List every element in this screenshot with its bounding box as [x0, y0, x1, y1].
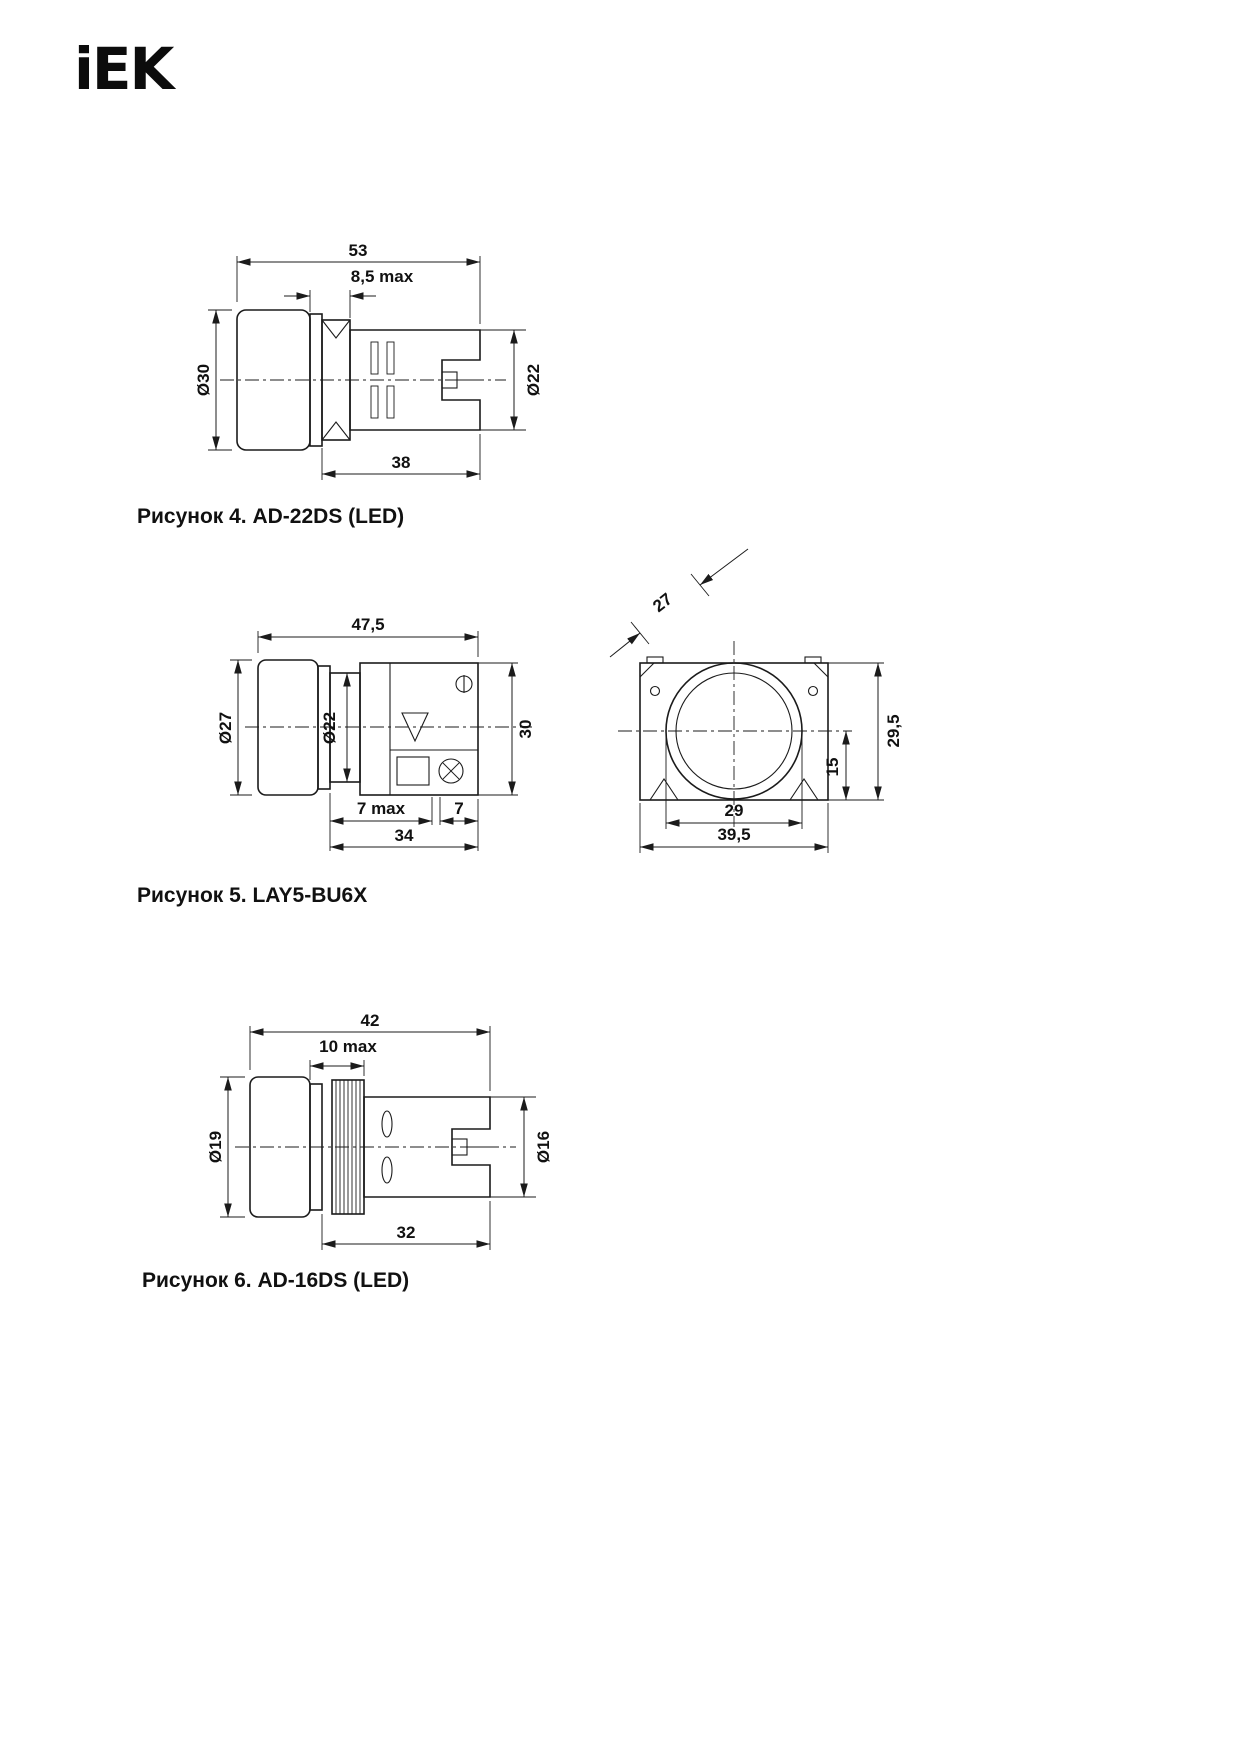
- dim-label-body-dia: Ø16: [534, 1131, 553, 1163]
- iek-logo: iEK: [74, 35, 174, 103]
- dim-d30: Ø30: [194, 309, 232, 451]
- dim-label-half: 15: [823, 758, 842, 777]
- dim-7max: 7 max: [329, 793, 433, 851]
- dim-label-cap-dia: Ø27: [216, 712, 235, 744]
- dim-label-depth: 32: [397, 1223, 416, 1242]
- dim-label-gap: 7: [454, 799, 463, 818]
- dim-42: 42: [249, 1011, 491, 1091]
- dim-label-front-h: 29,5: [884, 714, 903, 747]
- dim-10-max: 10 max: [309, 1037, 377, 1080]
- dim-30: 30: [478, 662, 535, 796]
- figure5-drawing: 47,5 Ø27 Ø22 30: [216, 548, 903, 853]
- ad22ds-part-outline: [220, 309, 506, 451]
- ad16ds-part-outline: [235, 1076, 516, 1218]
- dim-d22: Ø22: [480, 329, 543, 431]
- dim-27-diagonal: 27: [609, 548, 749, 658]
- dim-label-total: 42: [361, 1011, 380, 1030]
- dim-label-total: 47,5: [351, 615, 384, 634]
- dim-39-5: 39,5: [639, 803, 829, 853]
- dim-32: 32: [321, 1201, 491, 1250]
- dim-34: 34: [330, 826, 478, 851]
- dim-8-5-max: 8,5 max: [284, 267, 414, 318]
- mount-hole-left: [649, 685, 661, 697]
- dim-label-panel: 10 max: [319, 1037, 377, 1056]
- dim-7: 7: [439, 797, 479, 851]
- dim-label-depth: 34: [395, 826, 414, 845]
- figure4-caption: Рисунок 4. AD-22DS (LED): [137, 505, 405, 528]
- dim-29: 29: [665, 737, 803, 829]
- dim-29-5: 29,5: [828, 662, 903, 801]
- lay5-side-view: [245, 659, 532, 796]
- dim-label-neck-dia: Ø22: [320, 712, 339, 744]
- dim-label-panel: 8,5 max: [351, 267, 414, 286]
- dim-53: 53: [236, 241, 481, 324]
- dim-label-lens-dia: Ø30: [194, 364, 213, 396]
- dim-label-diag: 27: [649, 589, 676, 616]
- mount-hole-right: [807, 685, 819, 697]
- figure5-caption: Рисунок 5. LAY5-BU6X: [137, 884, 368, 907]
- dim-label-depth: 38: [392, 453, 411, 472]
- figure6-caption: Рисунок 6. AD-16DS (LED): [142, 1269, 410, 1292]
- dim-38: 38: [321, 434, 481, 480]
- dim-label-total: 53: [349, 241, 368, 260]
- dim-label-front-w: 39,5: [717, 825, 750, 844]
- lay5-front-view: [618, 641, 852, 827]
- dim-label-body-dia: Ø22: [524, 364, 543, 396]
- dim-d16: Ø16: [490, 1096, 553, 1198]
- figure6-drawing: 42 10 max Ø19 Ø16: [206, 1011, 553, 1250]
- dim-15: 15: [823, 731, 850, 800]
- dim-d22: Ø22: [320, 673, 351, 782]
- dim-label-height: 30: [516, 720, 535, 739]
- dim-d19: Ø19: [206, 1076, 245, 1218]
- dim-label-panel: 7 max: [357, 799, 406, 818]
- dim-label-hole: 29: [725, 801, 744, 820]
- dim-label-lens-dia: Ø19: [206, 1131, 225, 1163]
- figure4-drawing: 53 8,5 max Ø30 Ø22: [194, 241, 543, 480]
- dim-d27: Ø27: [216, 659, 252, 796]
- dim-47-5: 47,5: [257, 615, 479, 657]
